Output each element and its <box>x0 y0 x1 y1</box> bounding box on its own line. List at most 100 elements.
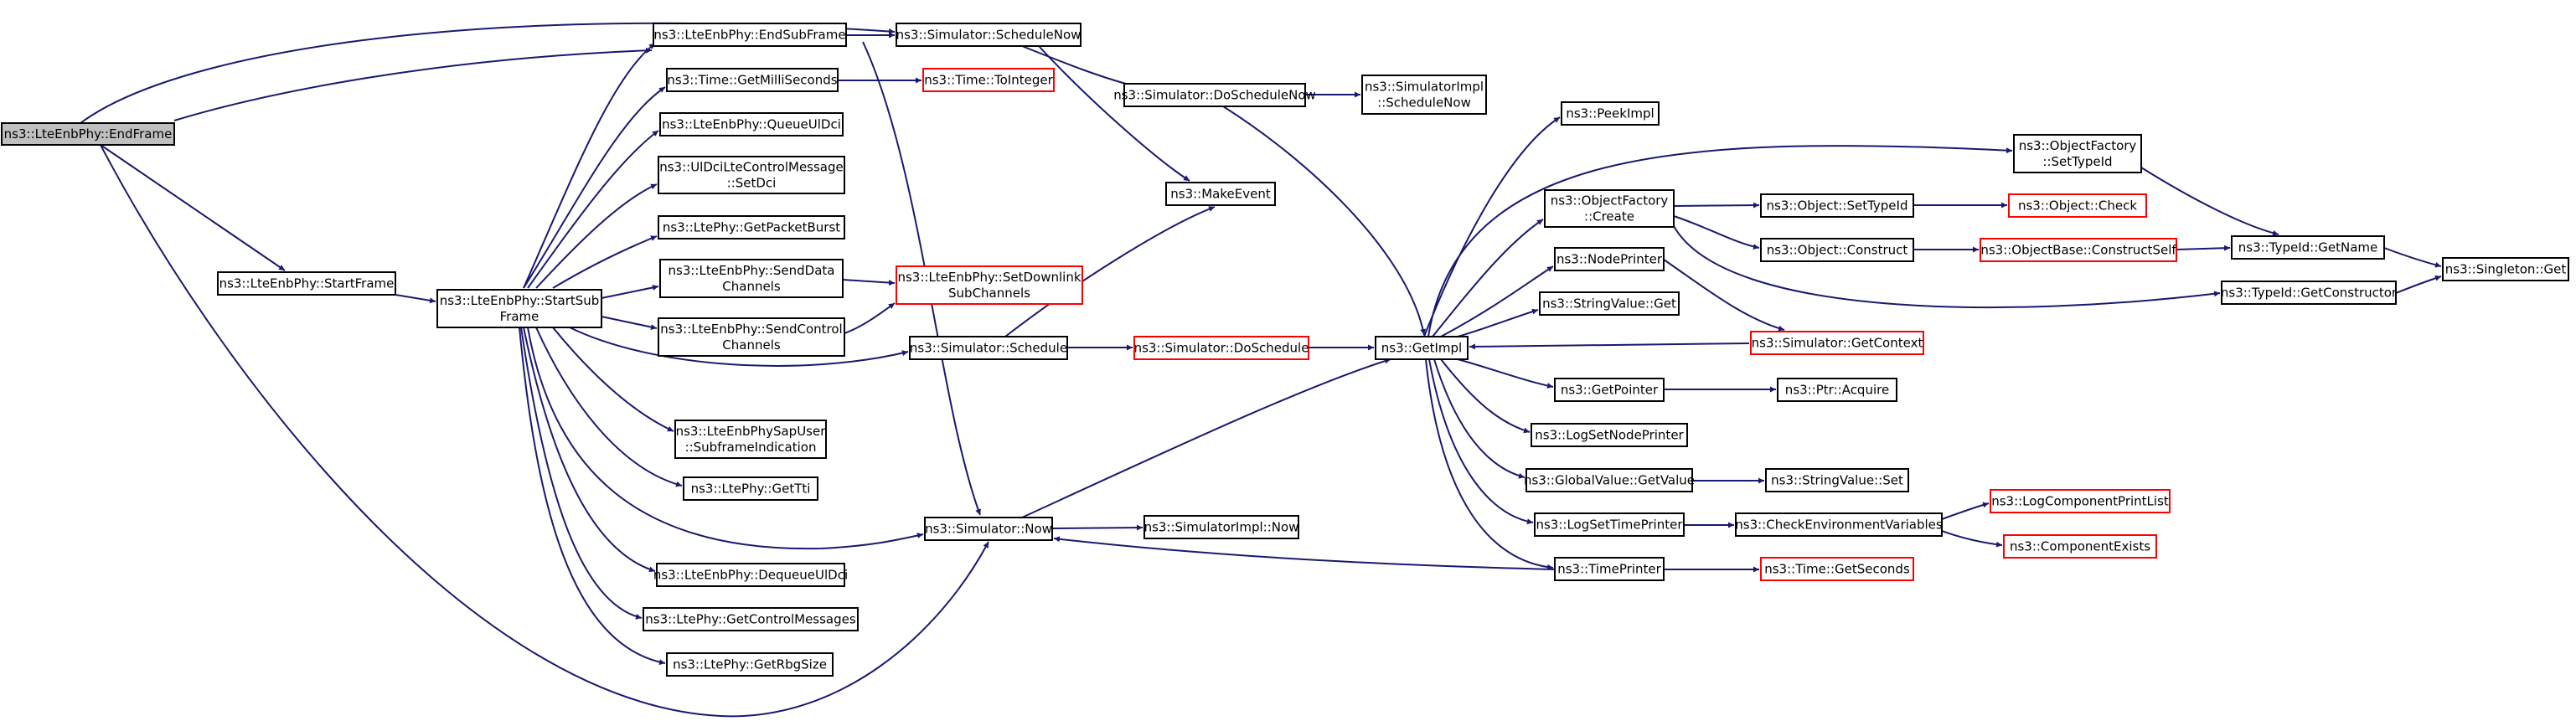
node-ptracquire[interactable]: ns3::Ptr::Acquire <box>1777 378 1897 402</box>
edge-senddatachannels-to-setdownlinksubchannels <box>842 279 896 286</box>
node-label: ::Create <box>1584 209 1634 224</box>
node-subframeindication[interactable]: ns3::LteEnbPhySapUser::SubframeIndicatio… <box>674 420 827 459</box>
node-typeidgetname[interactable]: ns3::TypeId::GetName <box>2231 235 2385 260</box>
node-label: ns3::Object::Construct <box>1767 243 1908 258</box>
edge-startframe-to-startsubframe <box>395 294 436 304</box>
node-label: Frame <box>500 309 539 324</box>
node-schedule[interactable]: ns3::Simulator::Schedule <box>909 336 1068 360</box>
node-box <box>658 317 845 357</box>
edge-arrow <box>520 327 643 620</box>
node-tointeger[interactable]: ns3::Time::ToInteger <box>922 68 1055 92</box>
node-label: ns3::Simulator::DoScheduleNow <box>1113 88 1316 103</box>
node-queueuldci[interactable]: ns3::LteEnbPhy::QueueUlDci <box>659 112 844 136</box>
node-endframe[interactable]: ns3::LteEnbPhy::EndFrame <box>1 122 175 146</box>
node-getmilliseconds[interactable]: ns3::Time::GetMilliSeconds <box>666 68 839 92</box>
edge-arrow <box>2140 167 2279 236</box>
node-label: ns3::ObjectFactory <box>2019 138 2137 153</box>
node-dequeueuldci[interactable]: ns3::LteEnbPhy::DequeueUlDci <box>653 563 848 587</box>
node-label: ns3::StringValue::Get <box>1542 296 1676 312</box>
node-getrbgsize[interactable]: ns3::LtePhy::GetRbgSize <box>666 652 834 677</box>
node-getpointer[interactable]: ns3::GetPointer <box>1554 378 1665 402</box>
node-label: ns3::ObjectFactory <box>1551 193 1669 209</box>
node-box <box>666 68 839 92</box>
node-checkenvvars[interactable]: ns3::CheckEnvironmentVariables <box>1735 512 1943 537</box>
node-timeprinter[interactable]: ns3::TimePrinter <box>1554 557 1665 581</box>
node-label: ns3::LteEnbPhy::StartFrame <box>219 276 395 291</box>
node-box <box>1 122 175 146</box>
edge-constructself-to-typeidgetname <box>2176 245 2231 251</box>
node-box <box>2008 193 2147 218</box>
node-getimpl[interactable]: ns3::GetImpl <box>1375 336 1469 360</box>
node-doschedule[interactable]: ns3::Simulator::DoSchedule <box>1133 336 1309 360</box>
node-constructself[interactable]: ns3::ObjectBase::ConstructSelf <box>1980 238 2177 262</box>
node-objectfactorycreate[interactable]: ns3::ObjectFactory::Create <box>1544 189 1675 228</box>
node-logsetnodeprinter[interactable]: ns3::LogSetNodePrinter <box>1531 423 1688 447</box>
node-label: ns3::ObjectBase::ConstructSelf <box>1980 243 2176 258</box>
edge-arrow <box>1457 358 1554 389</box>
node-objectcheck[interactable]: ns3::Object::Check <box>2008 193 2147 218</box>
node-schedulenow[interactable]: ns3::Simulator::ScheduleNow <box>896 23 1082 47</box>
edge-arrow <box>552 235 658 289</box>
node-stringvalueget[interactable]: ns3::StringValue::Get <box>1539 291 1680 316</box>
edge-objectfactorycreate-to-objectsettypeid <box>1673 202 1760 209</box>
node-box <box>659 259 844 298</box>
node-setdci[interactable]: ns3::UlDciLteControlMessage::SetDci <box>658 156 845 194</box>
node-label: ns3::GlobalValue::GetValue <box>1524 473 1695 488</box>
node-label: ns3::Simulator::Schedule <box>910 341 1067 356</box>
node-box <box>1544 189 1675 228</box>
edge-startsubframe-to-queueuldci <box>527 130 659 289</box>
node-label: ns3::TypeId::GetConstructor <box>2221 286 2398 301</box>
edge-arrow <box>569 327 909 367</box>
node-doschedulenow[interactable]: ns3::Simulator::DoScheduleNow <box>1113 83 1316 107</box>
node-box <box>1980 238 2177 262</box>
node-getpacketburst[interactable]: ns3::LtePhy::GetPacketBurst <box>658 215 845 239</box>
node-box <box>683 476 818 501</box>
node-simimplschedulenow[interactable]: ns3::SimulatorImpl::ScheduleNow <box>1361 75 1487 115</box>
node-objectsettypeid[interactable]: ns3::Object::SetTypeId <box>1760 193 1914 218</box>
node-box <box>1534 512 1685 537</box>
node-gettti[interactable]: ns3::LtePhy::GetTti <box>683 476 818 501</box>
node-stringvalueset[interactable]: ns3::StringValue::Set <box>1765 468 1909 492</box>
edge-getimpl-to-logsettimeprinter <box>1428 358 1534 525</box>
node-typeidgetconstructor[interactable]: ns3::TypeId::GetConstructor <box>2221 281 2398 305</box>
node-timegetseconds[interactable]: ns3::Time::GetSeconds <box>1760 557 1914 581</box>
node-box <box>2231 235 2385 260</box>
node-makeevent[interactable]: ns3::MakeEvent <box>1165 182 1276 206</box>
node-endsubframe[interactable]: ns3::LteEnbPhy::EndSubFrame <box>653 23 847 47</box>
node-nodeprinter[interactable]: ns3::NodePrinter <box>1554 247 1665 271</box>
node-simimplnow[interactable]: ns3::SimulatorImpl::Now <box>1143 515 1299 539</box>
edge-schedule-to-makeevent <box>1004 206 1216 337</box>
node-label: ns3::Ptr::Acquire <box>1785 383 1889 398</box>
node-getcontext[interactable]: ns3::Simulator::GetContext <box>1750 331 1924 355</box>
edge-arrow <box>1428 358 1534 525</box>
node-label: ns3::SimulatorImpl::Now <box>1144 520 1299 535</box>
edge-arrow <box>1941 502 1990 520</box>
node-label: SubChannels <box>948 286 1030 301</box>
node-logsettimeprinter[interactable]: ns3::LogSetTimePrinter <box>1534 512 1685 537</box>
node-logcomponentprintlist[interactable]: ns3::LogComponentPrintList <box>1990 489 2171 513</box>
node-box <box>922 68 1055 92</box>
node-objectfactorysettypeid[interactable]: ns3::ObjectFactory::SetTypeId <box>2013 134 2142 173</box>
node-startframe[interactable]: ns3::LteEnbPhy::StartFrame <box>217 271 396 296</box>
node-box <box>659 112 844 136</box>
node-label: ns3::LtePhy::GetControlMessages <box>645 612 856 627</box>
node-getcontrolmessages[interactable]: ns3::LtePhy::GetControlMessages <box>643 607 859 631</box>
node-box <box>1760 193 1914 218</box>
node-label: ns3::LogSetNodePrinter <box>1535 428 1684 443</box>
node-objectconstruct[interactable]: ns3::Object::Construct <box>1760 238 1914 262</box>
edge-arrow <box>535 327 683 487</box>
edge-getimpl-to-objectfactorysettypeid <box>1427 145 2013 337</box>
node-componentexists[interactable]: ns3::ComponentExists <box>2003 534 2157 559</box>
node-globalvaluegetvalue[interactable]: ns3::GlobalValue::GetValue <box>1524 468 1695 492</box>
node-peekimpl[interactable]: ns3::PeekImpl <box>1561 101 1660 126</box>
node-now[interactable]: ns3::Simulator::Now <box>924 517 1053 541</box>
node-singletonget[interactable]: ns3::Singleton::Get <box>2442 257 2569 281</box>
edge-arrow <box>1440 265 1554 337</box>
edge-arrow <box>601 316 658 330</box>
node-box <box>909 336 1068 360</box>
